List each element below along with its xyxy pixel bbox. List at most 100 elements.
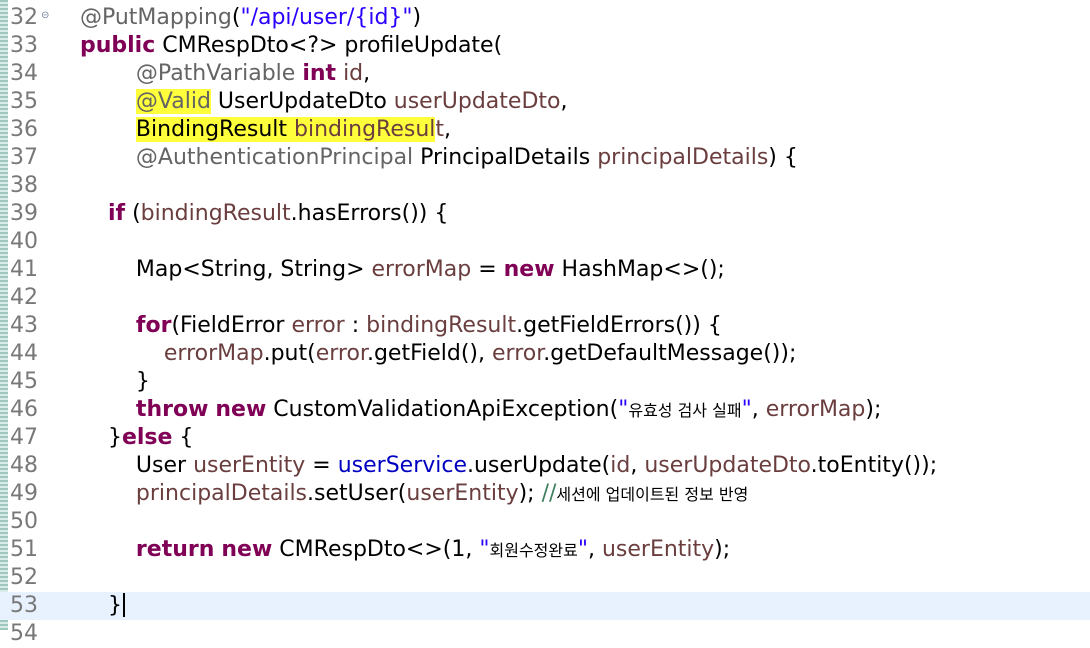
line-number: 49: [10, 481, 38, 506]
code-line[interactable]: 33 public CMRespDto<?> profileUpdate(: [0, 32, 1090, 60]
code-token: ): [412, 5, 422, 30]
code-token: bindingResult: [366, 313, 517, 338]
fold-collapse-icon[interactable]: ⊝: [41, 10, 50, 21]
code-line[interactable]: 35 @Valid UserUpdateDto userUpdateDto,: [0, 88, 1090, 116]
overview-ruler: [0, 0, 8, 630]
line-number: 45: [10, 369, 38, 394]
code-token: [52, 145, 136, 170]
line-number: 44: [10, 341, 38, 366]
code-token: [52, 341, 164, 366]
code-token: [52, 257, 136, 282]
code-line[interactable]: 42: [0, 284, 1090, 312]
code-token: );: [865, 397, 882, 422]
code-token: userEntity: [193, 453, 306, 478]
code-token: int: [302, 61, 337, 86]
code-token: {: [172, 425, 194, 450]
code-line[interactable]: 49 principalDetails.setUser(userEntity);…: [0, 480, 1090, 508]
code-token: :: [344, 313, 367, 338]
code-text[interactable]: @PutMapping("/api/user/{id}"): [52, 4, 421, 32]
code-token: .getFieldErrors()) {: [516, 313, 722, 338]
code-token: [52, 117, 136, 142]
code-token: [52, 593, 108, 618]
code-token: [52, 397, 136, 422]
code-line[interactable]: 46 throw new CustomValidationApiExceptio…: [0, 396, 1090, 424]
code-token: User: [135, 453, 194, 478]
code-token: if: [107, 201, 126, 226]
code-line[interactable]: 43 for(FieldError error : bindingResult.…: [0, 312, 1090, 340]
code-text[interactable]: User userEntity = userService.userUpdate…: [52, 452, 937, 480]
code-text[interactable]: }: [52, 592, 125, 620]
code-line[interactable]: 32⊝ @PutMapping("/api/user/{id}"): [0, 4, 1090, 32]
code-line[interactable]: 37 @AuthenticationPrincipal PrincipalDet…: [0, 144, 1090, 172]
code-token: ,: [363, 61, 371, 86]
code-token: new: [221, 537, 273, 562]
code-token: principalDetails: [597, 145, 769, 170]
code-token: "/api/user/{id}": [240, 5, 413, 30]
code-token: .userUpdate(: [467, 453, 611, 478]
code-token: =: [471, 257, 504, 282]
code-line[interactable]: 54: [0, 620, 1090, 648]
code-text[interactable]: throw new CustomValidationApiException("…: [52, 396, 881, 424]
code-token: .put(: [263, 341, 316, 366]
code-token: }: [135, 369, 150, 394]
code-token: userEntity: [406, 481, 519, 506]
line-number: 36: [10, 117, 38, 142]
line-number: 51: [10, 537, 38, 562]
code-line[interactable]: 52: [0, 564, 1090, 592]
code-text[interactable]: for(FieldError error : bindingResult.get…: [52, 312, 722, 340]
code-text[interactable]: public CMRespDto<?> profileUpdate(: [52, 32, 502, 60]
current-code-line[interactable]: 53 }: [0, 592, 1090, 620]
code-token: }: [107, 593, 122, 618]
code-text[interactable]: BindingResult bindingResult,: [52, 116, 451, 144]
line-number: 42: [10, 285, 38, 310]
code-token: 유효성 검사 실패: [628, 401, 742, 420]
code-token: =: [305, 453, 338, 478]
code-line[interactable]: 41 Map<String, String> errorMap = new Ha…: [0, 256, 1090, 284]
code-token: .toEntity());: [810, 453, 938, 478]
code-text[interactable]: return new CMRespDto<>(1, "회원수정완료", user…: [52, 536, 730, 564]
code-line[interactable]: 45 }: [0, 368, 1090, 396]
code-line[interactable]: 39 if (bindingResult.hasErrors()) {: [0, 200, 1090, 228]
code-lines[interactable]: 32⊝ @PutMapping("/api/user/{id}")33 publ…: [0, 4, 1090, 648]
code-line[interactable]: 50: [0, 508, 1090, 536]
code-token: userUpdateDto: [644, 453, 811, 478]
code-text[interactable]: @AuthenticationPrincipal PrincipalDetail…: [52, 144, 798, 172]
code-token: .setUser(: [307, 481, 407, 506]
code-token: (: [125, 201, 141, 226]
code-text[interactable]: @Valid UserUpdateDto userUpdateDto,: [52, 88, 567, 116]
code-line[interactable]: 47 }else {: [0, 424, 1090, 452]
code-line[interactable]: 36 BindingResult bindingResult,: [0, 116, 1090, 144]
line-number: 48: [10, 453, 38, 478]
code-line[interactable]: 38: [0, 172, 1090, 200]
code-text[interactable]: @PathVariable int id,: [52, 60, 370, 88]
code-line[interactable]: 44 errorMap.put(error.getField(), error.…: [0, 340, 1090, 368]
code-token: [52, 33, 80, 58]
code-token: );: [518, 481, 542, 506]
code-token: 세션에 업데이트된 정보 반영: [556, 485, 749, 504]
code-text[interactable]: principalDetails.setUser(userEntity); //…: [52, 480, 748, 508]
code-token: [52, 61, 136, 86]
code-token: ": [577, 537, 588, 562]
code-token: id: [610, 453, 631, 478]
code-token: .hasErrors()) {: [290, 201, 449, 226]
code-text[interactable]: }: [52, 368, 150, 396]
code-text[interactable]: errorMap.put(error.getField(), error.get…: [52, 340, 796, 368]
code-text[interactable]: if (bindingResult.hasErrors()) {: [52, 200, 448, 228]
code-token: error: [291, 313, 345, 338]
code-text[interactable]: Map<String, String> errorMap = new HashM…: [52, 256, 725, 284]
line-number: 50: [10, 509, 38, 534]
code-line[interactable]: 48 User userEntity = userService.userUpd…: [0, 452, 1090, 480]
code-line[interactable]: 51 return new CMRespDto<>(1, "회원수정완료", u…: [0, 536, 1090, 564]
code-token: PrincipalDetails: [413, 145, 598, 170]
code-token: Map<String, String>: [135, 257, 372, 282]
code-token: ,: [751, 397, 766, 422]
code-token: [336, 61, 343, 86]
code-token: .getDefaultMessage());: [543, 341, 797, 366]
code-token: errorMap: [371, 257, 472, 282]
line-number: 52: [10, 565, 38, 590]
code-text[interactable]: }else {: [52, 424, 193, 452]
code-line[interactable]: 40: [0, 228, 1090, 256]
code-line[interactable]: 34 @PathVariable int id,: [0, 60, 1090, 88]
code-token: [52, 201, 108, 226]
